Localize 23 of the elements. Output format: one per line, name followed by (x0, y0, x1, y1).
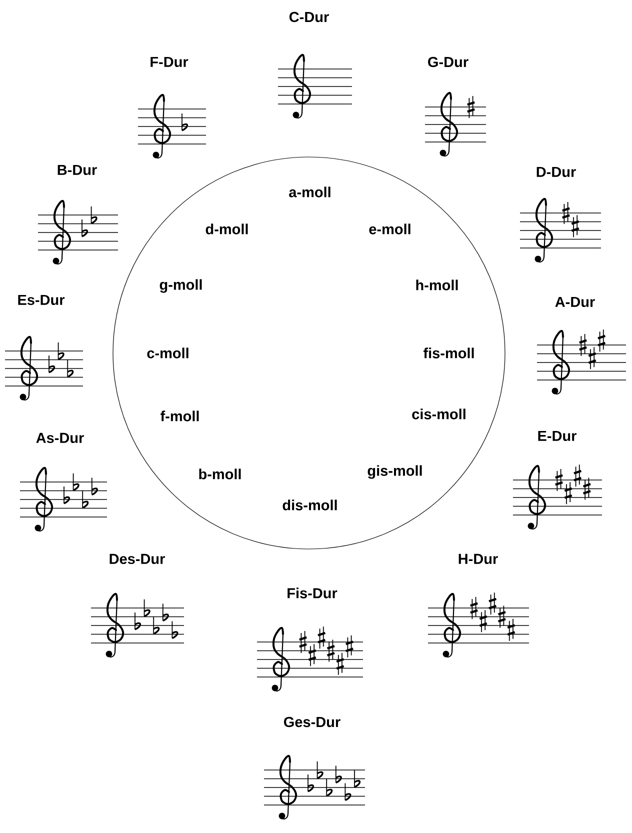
minor-key-label: c-moll (147, 348, 188, 358)
minor-key-label: d-moll (206, 224, 248, 234)
minor-key-label: b-moll (199, 468, 241, 480)
minor-key-label: dis-moll (282, 500, 337, 510)
major-key-label: Fis-Dur (288, 588, 338, 598)
major-key-label: A-Dur (555, 296, 595, 308)
minor-key-label: a-moll (289, 186, 330, 198)
minor-key-label: g-moll (160, 279, 202, 293)
major-key-label: Ges-Dur (284, 716, 340, 728)
major-key-label: F-Dur (150, 56, 188, 68)
minor-key-label: cis-moll (412, 408, 466, 420)
major-key-label: As-Dur (36, 432, 84, 444)
major-key-label: C-Dur (289, 12, 329, 22)
major-key-label: Es-Dur (18, 294, 65, 306)
major-key-label: D-Dur (536, 166, 576, 178)
minor-key-label: h-moll (416, 280, 458, 290)
minor-key-label: gis-moll (368, 465, 422, 479)
major-key-label: B-Dur (58, 164, 97, 176)
major-key-label: G-Dur (428, 56, 468, 68)
minor-key-label: fis-moll (423, 348, 474, 358)
minor-key-label: f-moll (160, 410, 199, 422)
major-key-label: E-Dur (538, 430, 576, 442)
minor-key-label: e-moll (369, 224, 410, 234)
